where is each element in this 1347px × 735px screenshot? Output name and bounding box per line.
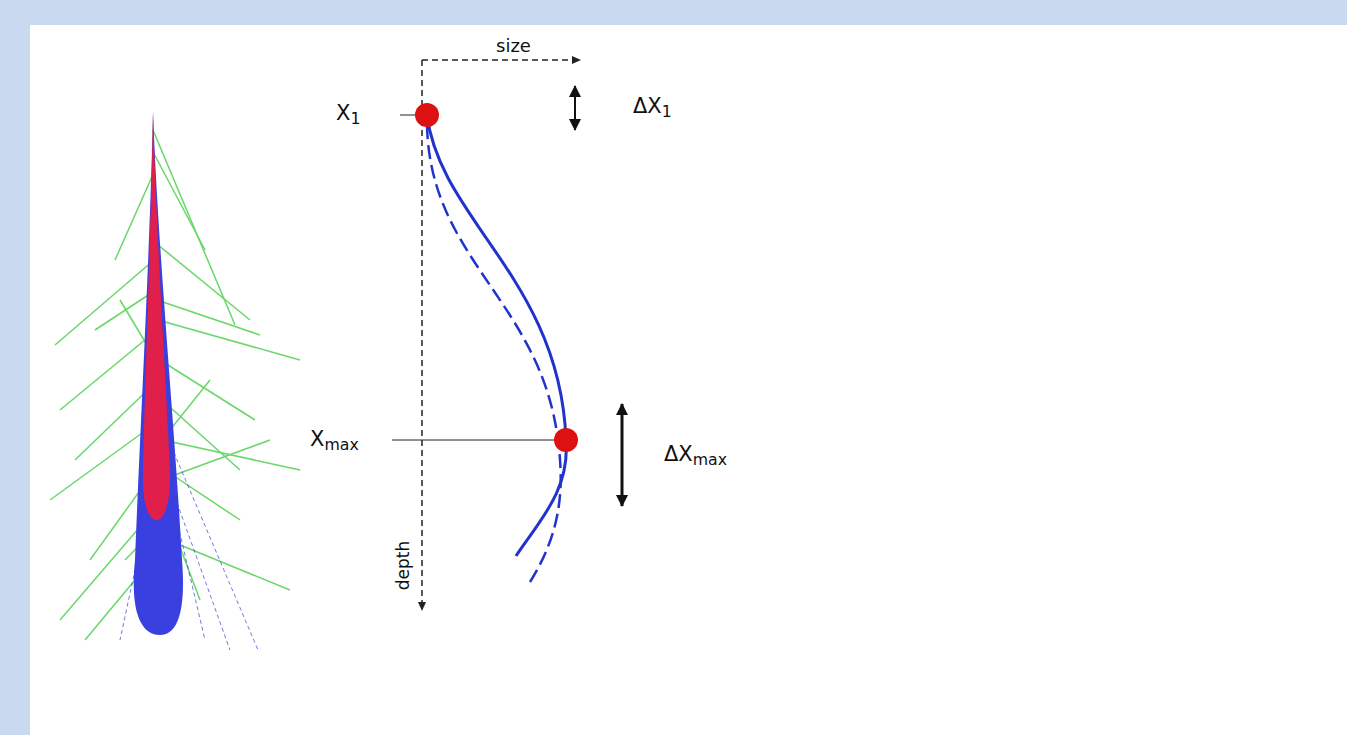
axis-label: size [496, 37, 531, 55]
delta-label: ΔX1 [633, 96, 672, 120]
axis-label: depth [395, 540, 412, 589]
background-panel [30, 25, 1347, 735]
depth-label: Xmax [310, 429, 359, 453]
delta-label: ΔXmax [664, 444, 727, 468]
depth-label: X1 [336, 103, 360, 127]
